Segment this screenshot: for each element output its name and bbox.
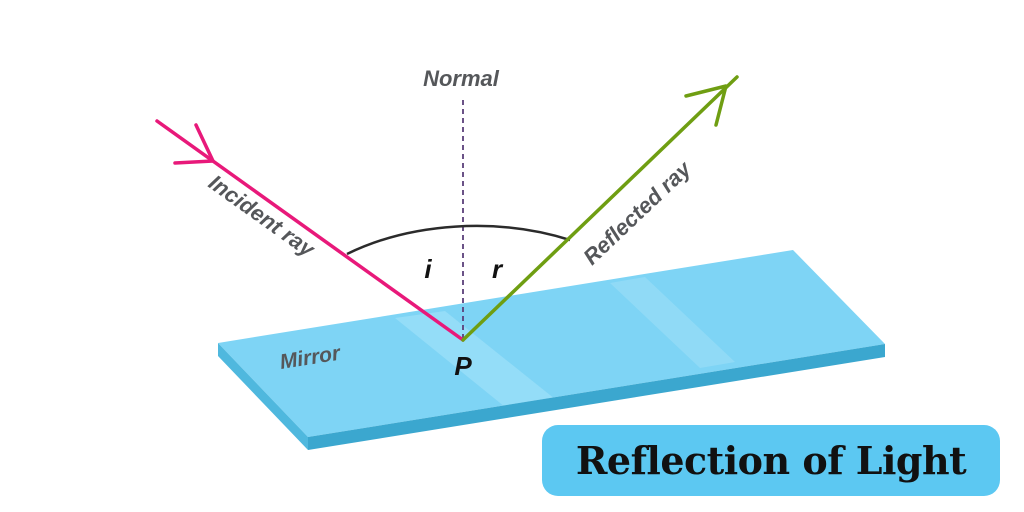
mirror-highlight bbox=[610, 277, 735, 368]
page-title: Reflection of Light bbox=[575, 438, 967, 483]
angle-arc bbox=[346, 224, 571, 256]
incident-ray-label: Incident ray bbox=[204, 170, 320, 263]
mirror-front-face bbox=[308, 344, 885, 450]
mirror-highlight bbox=[395, 311, 555, 407]
reflected-arrowhead bbox=[684, 84, 728, 127]
title-banner: Reflection of Light bbox=[542, 425, 1000, 496]
angle-i-label: i bbox=[424, 254, 432, 284]
normal-label: Normal bbox=[423, 66, 500, 91]
angle-r-label: r bbox=[492, 254, 504, 284]
point-p-label: P bbox=[454, 351, 472, 381]
incident-arrowhead bbox=[173, 123, 215, 165]
reflected-ray bbox=[461, 75, 739, 342]
mirror-side-face bbox=[218, 343, 308, 450]
mirror bbox=[218, 250, 885, 450]
incident-ray bbox=[155, 119, 465, 342]
mirror-top-face bbox=[218, 250, 885, 437]
